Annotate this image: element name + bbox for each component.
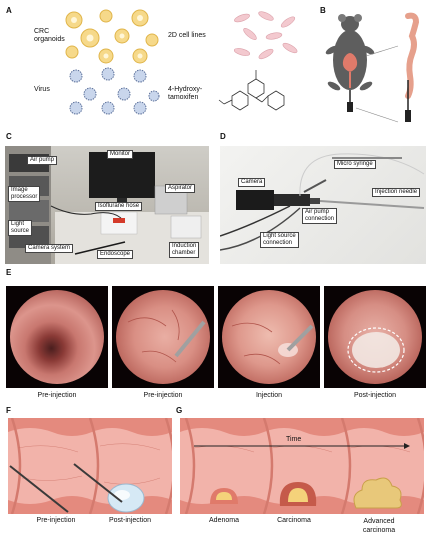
tumor-progression-illustration [180, 418, 424, 514]
caption-f-pre: Pre-injection [36, 517, 76, 524]
caption-e-1: Pre-injection [37, 392, 77, 399]
callout-endoscope: Endoscope [97, 250, 134, 259]
callout-micro-syringe: Micro syringe [334, 160, 376, 169]
callout-image-processor: Image processor [8, 186, 41, 202]
endoscope-photo: Micro syringe Camera Injection needle Ai… [220, 146, 426, 264]
caption-g-adenoma: Adenoma [209, 517, 239, 524]
label-crc-organoids: CRC organoids [34, 28, 65, 43]
panel-c-letter: C [6, 132, 12, 141]
callout-isoflurane-hose: Isoflurane hose [95, 202, 143, 211]
callout-induction-chamber: Induction chamber [169, 242, 200, 258]
callout-injection-needle: Injection needle [372, 188, 421, 197]
mouse-endoscopy-illustration [325, 12, 420, 123]
callout-air-pump: Air pump [27, 156, 58, 165]
virus-illustration [69, 67, 160, 115]
label-virus: Virus [34, 86, 50, 93]
callout-light-source: Light source [8, 220, 33, 236]
organoids-illustration [65, 9, 159, 64]
endoscopy-frame-4 [324, 286, 426, 388]
panel-f-letter: F [6, 406, 11, 415]
panel-a-letter: A [6, 6, 12, 15]
caption-g-advanced: Advanced carcinoma [362, 518, 396, 534]
callout-camera: Camera [238, 178, 266, 187]
label-4-hydroxytamoxifen: 4-Hydroxy- tamoxifen [168, 86, 203, 101]
caption-e-4: Post-injection [353, 392, 397, 399]
callout-light-source-connection: Light source connection [260, 232, 299, 248]
endoscopy-frame-2 [112, 286, 214, 388]
endoscopy-frame-1 [6, 286, 108, 388]
panel-d-letter: D [220, 132, 226, 141]
panel-b-letter: B [320, 6, 326, 15]
callout-camera-system: Camera system [25, 244, 74, 253]
panel-e-letter: E [6, 268, 12, 277]
caption-e-3: Injection [255, 392, 283, 399]
panel-g-letter: G [176, 406, 183, 415]
cell-lines-illustration [233, 11, 298, 60]
callout-aspirator: Aspirator [165, 184, 196, 193]
callout-air-pump-connection: Air pump connection [302, 208, 338, 224]
caption-e-2: Pre-injection [143, 392, 183, 399]
endoscopy-frame-3 [218, 286, 320, 388]
caption-f-post: Post-injection [108, 517, 152, 524]
label-2d-cell-lines: 2D cell lines [168, 32, 206, 39]
label-time: Time [286, 436, 302, 443]
colon-injection-illustration [8, 418, 172, 514]
callout-monitor: Monitor [107, 150, 134, 159]
lab-setup-photo: Air pump Monitor Image processor Aspirat… [5, 146, 209, 264]
tamoxifen-structure [218, 70, 285, 111]
caption-g-carcinoma: Carcinoma [277, 517, 311, 524]
